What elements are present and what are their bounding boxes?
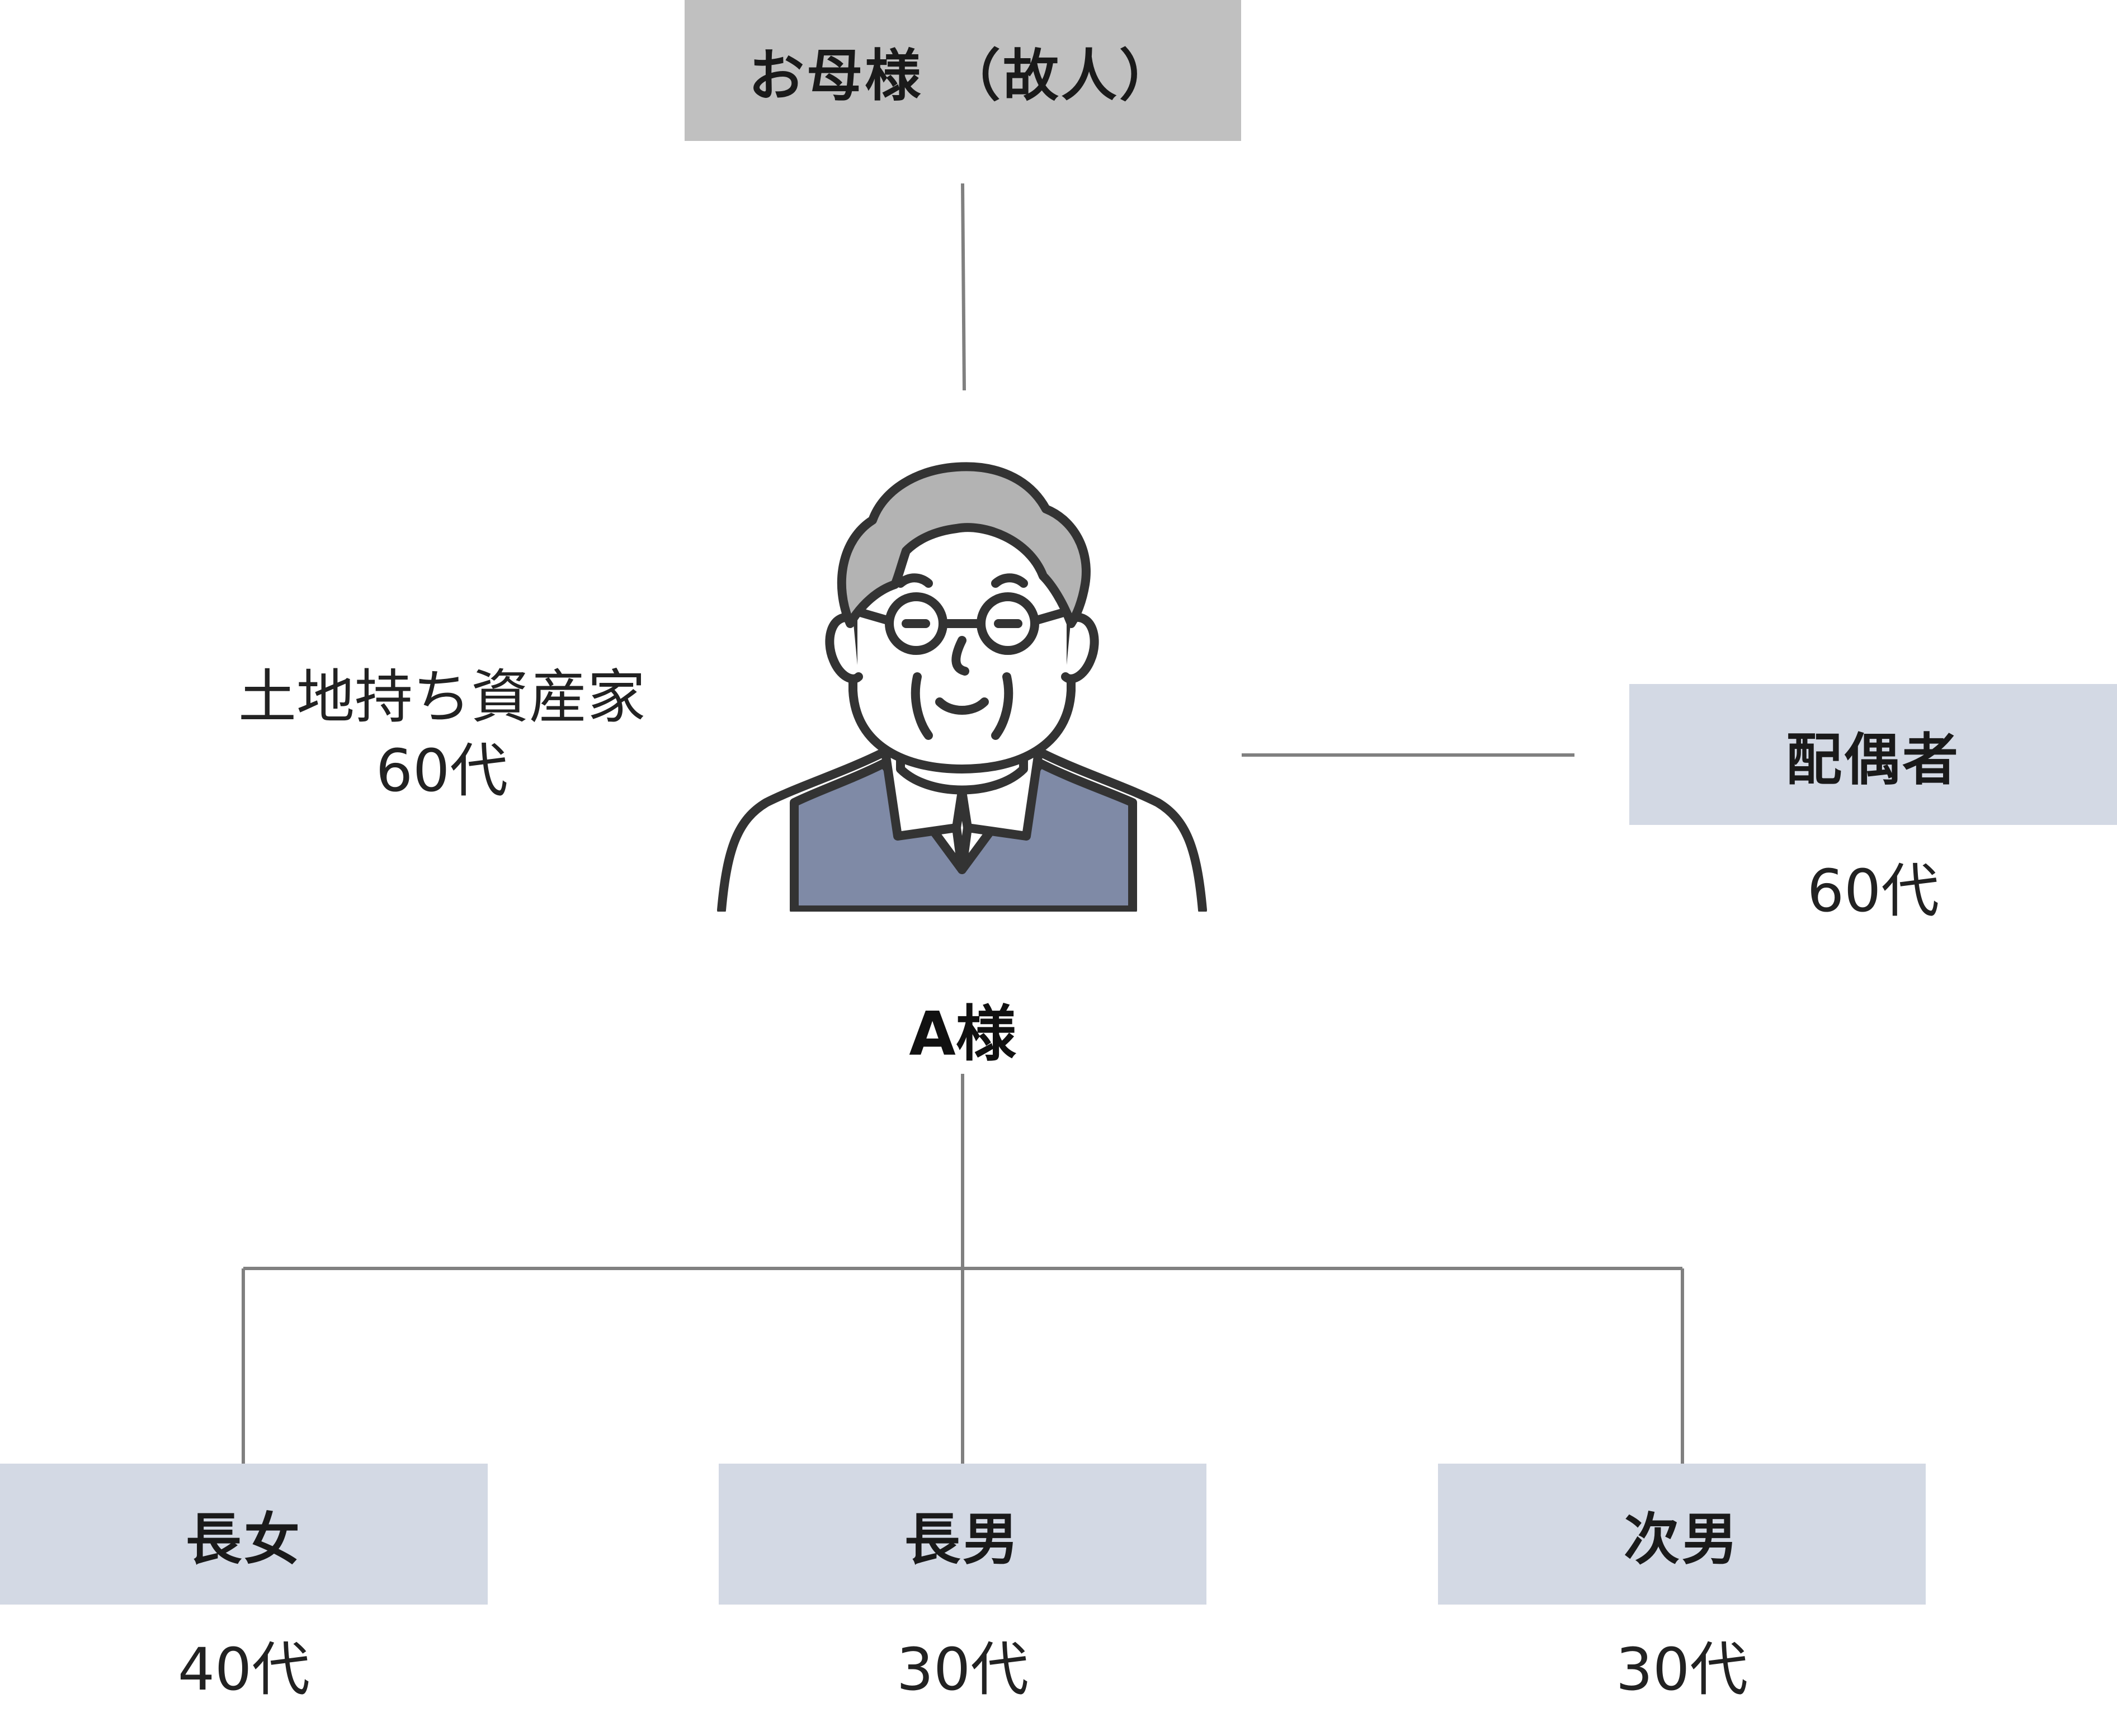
child-age: 30代: [896, 1635, 1029, 1704]
child-label: 長男: [904, 1506, 1021, 1572]
spouse-label: 配偶者: [1786, 727, 1960, 792]
mother-box: お母様 （故人）: [685, 0, 1241, 141]
child-box-second-son: 次男: [1438, 1464, 1926, 1605]
child-box-eldest-son: 長男: [719, 1464, 1206, 1605]
person-description-line1: 土地持ち資産家: [238, 663, 645, 731]
mother-label: お母様 （故人）: [748, 43, 1177, 108]
spouse-age: 60代: [1807, 857, 1940, 925]
person-description-line2: 60代: [375, 737, 508, 805]
child-age: 30代: [1615, 1635, 1748, 1704]
elderly-man-with-glasses-icon: [717, 462, 1207, 912]
child-label: 長女: [186, 1506, 302, 1572]
child-age: 40代: [177, 1635, 310, 1704]
child-label: 次男: [1624, 1506, 1740, 1572]
spouse-box: 配偶者: [1629, 684, 2117, 825]
line-mother-to-person: [961, 183, 966, 391]
person-name: A様: [909, 999, 1016, 1069]
person-description: 土地持ち資産家 60代: [190, 660, 694, 808]
child-box-eldest-daughter: 長女: [0, 1464, 488, 1605]
